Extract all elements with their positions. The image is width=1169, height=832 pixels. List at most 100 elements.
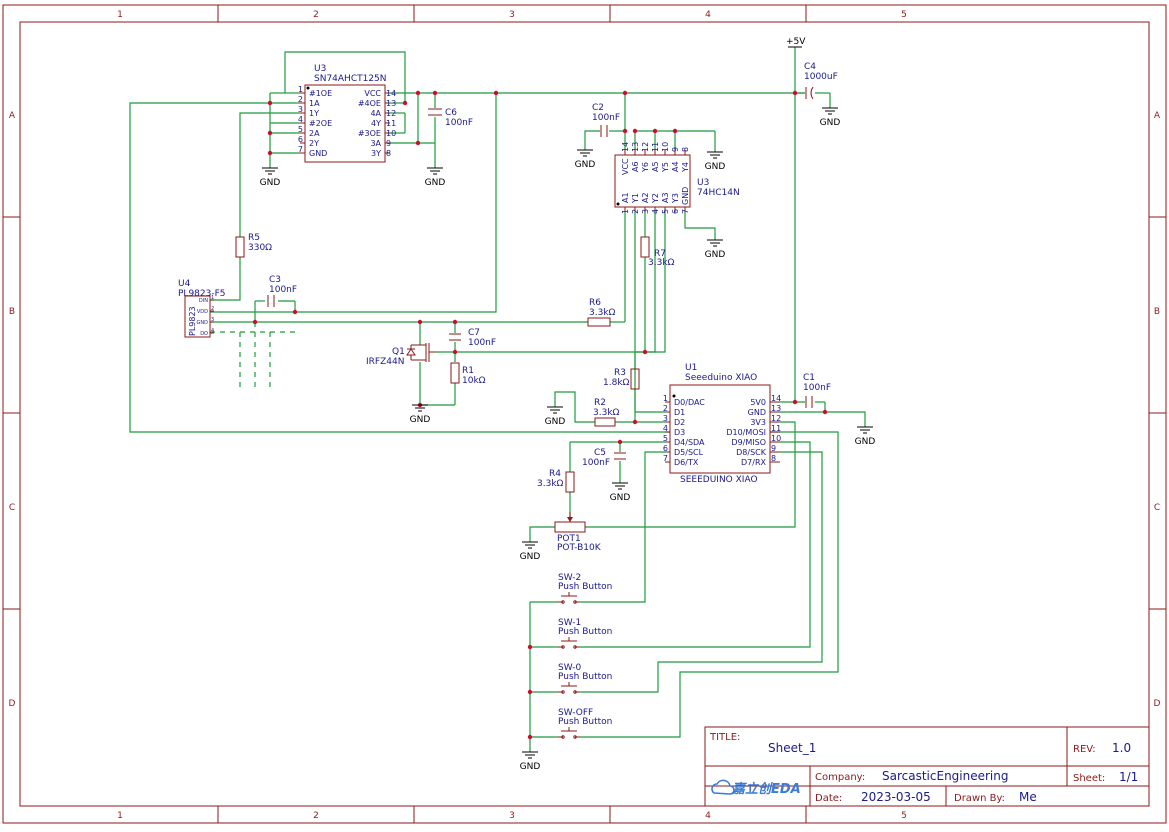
pin-number: 12 — [641, 142, 650, 152]
pin-name: 3Y — [371, 149, 381, 158]
sw1-push-button[interactable]: SW-1 Push Button — [558, 618, 612, 649]
pin-number: 11 — [771, 424, 781, 433]
pin-name: D10/MOSI — [726, 428, 766, 437]
r5-resistor[interactable]: R5 330Ω — [235, 233, 272, 258]
c2-capacitor[interactable]: C2 100nF — [592, 103, 620, 137]
pin-number: 6 — [298, 135, 303, 144]
company-value: SarcasticEngineering — [882, 769, 1008, 783]
sheet-label: Sheet: — [1073, 773, 1105, 784]
pin-number: 10 — [661, 142, 670, 152]
value-label: Seeeduino XIAO — [685, 373, 757, 383]
value-label: 100nF — [592, 113, 620, 123]
ref-label: SW-1 — [558, 618, 581, 628]
r4-resistor[interactable]: R4 3.3kΩ — [537, 469, 575, 493]
pin-name: D8/SCK — [736, 448, 767, 457]
pin-name: D5/SCL — [674, 448, 704, 457]
ref-label: U1 — [685, 363, 697, 373]
value-label: 100nF — [445, 118, 473, 128]
pin-name: Y3 — [671, 193, 680, 204]
c3-capacitor[interactable]: C3 100nF — [267, 275, 297, 307]
ruler-labels: 1 2 3 4 5 1 2 3 4 5 A B C D A B C D — [9, 10, 1161, 821]
pin-name: D7/RX — [741, 458, 767, 467]
value-label: 100nF — [582, 458, 610, 468]
row-label: D — [9, 699, 16, 709]
pin-number: 10 — [771, 434, 781, 443]
sheet-value: 1/1 — [1119, 770, 1138, 784]
pin-name: D6/TX — [674, 458, 699, 467]
r1-resistor[interactable]: R1 10kΩ — [450, 362, 486, 386]
gnd-symbol: GND — [520, 541, 540, 562]
gnd-label: GND — [705, 162, 726, 172]
c6-capacitor[interactable]: C6 100nF — [428, 108, 473, 128]
r7-resistor[interactable]: R7 3.3kΩ — [640, 236, 675, 268]
swoff-push-button[interactable]: SW-OFF Push Button — [558, 708, 612, 739]
dashed-wires — [210, 322, 300, 392]
c7-capacitor[interactable]: C7 100nF — [449, 328, 496, 348]
gnd-label: GND — [520, 762, 541, 772]
row-label: A — [9, 111, 16, 121]
gnd-symbol: GND — [545, 406, 566, 427]
col-label: 4 — [705, 811, 711, 821]
row-label: B — [9, 307, 15, 317]
sw2-push-button[interactable]: SW-2 Push Button — [558, 573, 612, 604]
row-label: C — [1154, 503, 1160, 513]
gnd-symbol: GND — [855, 426, 875, 447]
pin-name: VCC — [621, 158, 630, 175]
value-label: IRFZ44N — [366, 357, 404, 367]
pin-number: 12 — [386, 109, 396, 118]
pin-name: Y6 — [641, 162, 650, 173]
pin-number: 5 — [298, 125, 303, 134]
pin-name: GND — [748, 408, 766, 417]
gnd-symbol: GND — [610, 482, 630, 503]
ref-label: C3 — [269, 275, 281, 285]
value-label: Push Button — [558, 717, 612, 727]
sw0-push-button[interactable]: SW-0 Push Button — [558, 663, 612, 694]
pin-name: GND — [197, 320, 209, 326]
ref-label: C5 — [594, 448, 606, 458]
col-label: 1 — [117, 10, 123, 20]
gnd-label: GND — [705, 250, 726, 260]
r6-resistor[interactable]: R6 3.3kΩ — [587, 298, 616, 327]
ref-label: C6 — [445, 108, 457, 118]
pin-number: 13 — [631, 142, 640, 152]
net-label: +5V — [786, 37, 806, 47]
ref-label: R5 — [248, 233, 260, 243]
r2-resistor[interactable]: R2 3.3kΩ — [593, 398, 620, 427]
value-label: 1.8kΩ — [603, 378, 630, 388]
pin-name: A4 — [671, 161, 680, 172]
q1-mosfet[interactable]: Q1 IRFZ44N — [366, 343, 435, 367]
rev-label: REV: — [1073, 744, 1096, 755]
col-label: 4 — [705, 10, 711, 20]
row-label: A — [1154, 111, 1161, 121]
pin-name: DIN — [199, 298, 208, 304]
col-label: 5 — [901, 811, 907, 821]
value-label: Push Button — [558, 672, 612, 682]
value-label: 100nF — [468, 338, 496, 348]
pin-name: GND — [681, 187, 690, 205]
pin-number: 13 — [771, 404, 781, 413]
r3-resistor[interactable]: R3 1.8kΩ — [603, 368, 640, 390]
pin-number: 13 — [386, 99, 396, 108]
pot1-potentiometer[interactable]: POT1 POT-B10K — [554, 512, 602, 553]
value-label: SN74AHCT125N — [314, 74, 387, 84]
gnd-label: GND — [545, 417, 566, 427]
pin-name: 2A — [309, 129, 320, 138]
pin-number: 3 — [641, 209, 650, 214]
c4-capacitor[interactable]: C4 1000uF — [804, 62, 838, 100]
title-value: Sheet_1 — [768, 741, 816, 755]
col-label: 3 — [509, 10, 515, 20]
pin-name: D1 — [674, 408, 685, 417]
col-label: 1 — [117, 811, 123, 821]
c1-capacitor[interactable]: C1 100nF — [803, 373, 831, 408]
rev-value: 1.0 — [1112, 741, 1131, 755]
title-block: TITLE: Sheet_1 REV: 1.0 Company: Sarcast… — [704, 726, 1150, 807]
u3-74hc14n[interactable]: U3 74HC14N 14VCC13A612Y611A510Y59A48Y41A… — [614, 142, 740, 214]
pin-number: 5 — [663, 434, 668, 443]
ref-label: R2 — [594, 398, 606, 408]
c5-capacitor[interactable]: C5 100nF — [582, 448, 626, 468]
